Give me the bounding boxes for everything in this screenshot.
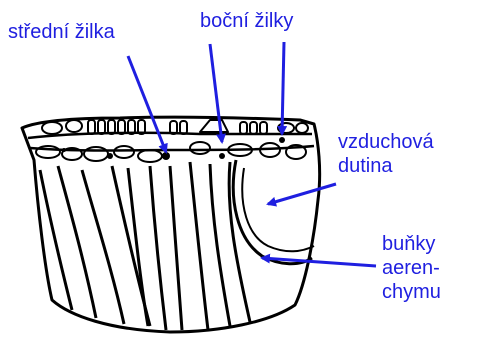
aerenchyma-label: buňky aeren- chymu — [382, 232, 441, 304]
lateral-veins-label: boční žilky — [200, 9, 293, 33]
midrib-arrow — [128, 56, 166, 152]
air-cavity-label: vzduchová dutina — [338, 130, 434, 178]
air-cavity-label-line2: dutina — [338, 154, 434, 178]
midrib-label: střední žilka — [8, 20, 115, 44]
aerenchyma-label-line3: chymu — [382, 280, 441, 304]
septa — [40, 162, 250, 330]
aerenchyma-label-line1: buňky — [382, 232, 441, 256]
vascular-mesh — [36, 142, 306, 162]
lateral-vein-arrow-left — [210, 44, 222, 142]
lateral-vein-arrow-right — [282, 42, 284, 134]
aerenchyma-label-line2: aeren- — [382, 256, 441, 280]
palisade-cells — [42, 120, 308, 134]
air-cavity-arrow — [268, 184, 336, 204]
air-cavity-label-line1: vzduchová — [338, 130, 434, 154]
leaf-drawing — [22, 117, 320, 332]
aerenchyma-wall — [242, 168, 314, 251]
